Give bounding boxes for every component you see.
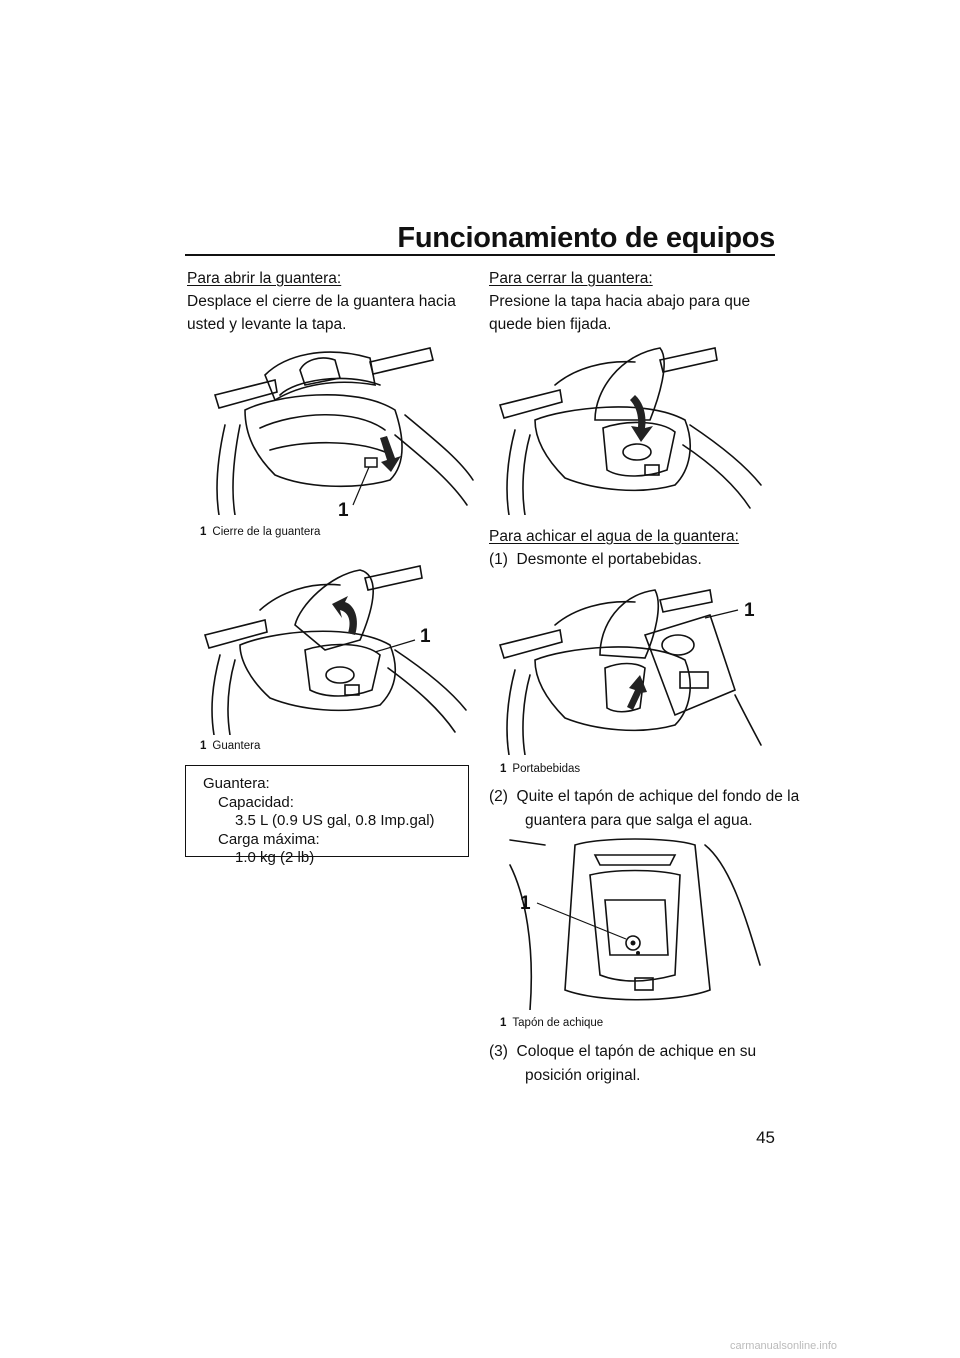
caption-text: Tapón de achique (512, 1017, 604, 1029)
drain-heading: Para achicar el agua de la guantera: (489, 528, 739, 545)
caption-number: 1 (200, 740, 207, 752)
spec-title: Guantera: (203, 775, 270, 792)
watermark: carmanualsonline.info (730, 1340, 838, 1352)
figure-callout: 1 (420, 626, 431, 647)
figure-drain-plug (509, 838, 761, 1010)
open-heading: Para abrir la guantera: (187, 270, 342, 287)
spec-capacity-label: Capacidad: (218, 793, 294, 811)
figure-glovebox-latch (213, 347, 474, 515)
spec-max-load-value: 1.0 kg (2 lb) (235, 849, 315, 866)
figure-caption: 1 Tapón de achique (500, 1017, 603, 1029)
page-title: Funcionamiento de equipos (397, 222, 775, 254)
step-3: (3) Coloque el tapón de achique en su po… (489, 1043, 757, 1084)
caption-text: Portabebidas (512, 763, 581, 775)
step-2: (2) Quite el tapón de achique del fondo … (489, 788, 800, 829)
spec-capacity-value: 3.5 L (0.9 US gal, 0.8 Imp.gal) (235, 812, 435, 829)
figure-cup-holder (498, 589, 762, 755)
caption-text: Guantera (212, 740, 261, 752)
header-rule (185, 254, 775, 256)
figure-caption: 1 Portabebidas (500, 763, 580, 775)
caption-text: Cierre de la guantera (212, 526, 321, 538)
page-number: 45 (756, 1128, 775, 1147)
figure-callout: 1 (744, 600, 755, 621)
figure-caption: 1 Cierre de la guantera (200, 526, 320, 538)
close-heading: Para cerrar la guantera: (489, 270, 653, 287)
figure-callout: 1 (520, 893, 531, 914)
open-text: Desplace el cierre de la guantera hacia … (187, 293, 456, 333)
caption-number: 1 (200, 526, 207, 538)
step-1: (1) Desmonte el portabebidas. (489, 551, 702, 568)
figure-caption: 1 Guantera (200, 740, 260, 752)
spec-max-load-label: Carga máxima: (218, 830, 320, 848)
figure-callout: 1 (338, 500, 349, 521)
caption-number: 1 (500, 763, 507, 775)
figure-glovebox-open (203, 565, 467, 735)
figure-glovebox-close (498, 347, 762, 515)
spec-box: Guantera: Capacidad: 3.5 L (0.9 US gal, … (185, 765, 469, 866)
caption-number: 1 (500, 1017, 507, 1029)
close-text: Presione la tapa hacia abajo para que qu… (489, 293, 751, 333)
